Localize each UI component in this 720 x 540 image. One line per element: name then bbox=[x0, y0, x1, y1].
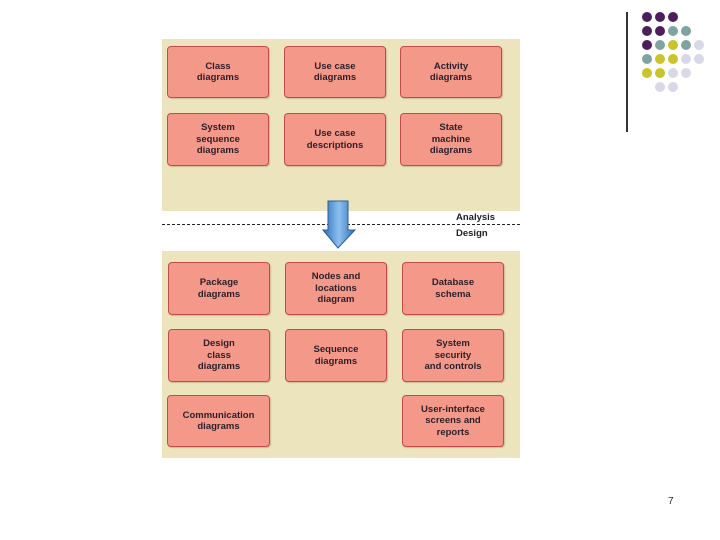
decorative-dot bbox=[668, 68, 678, 78]
decorative-dot bbox=[681, 26, 691, 36]
decorative-dot bbox=[668, 40, 678, 50]
down-arrow-icon bbox=[321, 200, 357, 250]
decorative-dot bbox=[642, 68, 652, 78]
decorative-dot bbox=[694, 40, 704, 50]
decorative-dot bbox=[655, 82, 665, 92]
box-package-diagrams: Package diagrams bbox=[168, 262, 270, 315]
decorative-dot bbox=[642, 26, 652, 36]
box-communication-diagrams: Communication diagrams bbox=[167, 395, 270, 447]
box-system-security-controls: System security and controls bbox=[402, 329, 504, 382]
decorative-dot bbox=[681, 54, 691, 64]
box-activity-diagrams: Activity diagrams bbox=[400, 46, 502, 98]
box-system-sequence-diagrams: System sequence diagrams bbox=[167, 113, 269, 166]
analysis-panel: Class diagrams Use case diagrams Activit… bbox=[162, 39, 520, 211]
box-design-class-diagrams: Design class diagrams bbox=[168, 329, 270, 382]
decorative-dot bbox=[668, 54, 678, 64]
decorative-dot bbox=[655, 40, 665, 50]
decorative-dot bbox=[642, 12, 652, 22]
box-database-schema: Database schema bbox=[402, 262, 504, 315]
design-panel: Package diagrams Nodes and locations dia… bbox=[162, 251, 520, 458]
decorative-dot bbox=[655, 12, 665, 22]
box-nodes-locations-diagram: Nodes and locations diagram bbox=[285, 262, 387, 315]
phase-label-design: Design bbox=[456, 228, 488, 239]
decorative-dot bbox=[642, 54, 652, 64]
box-use-case-descriptions: Use case descriptions bbox=[284, 113, 386, 166]
decorative-dot bbox=[681, 40, 691, 50]
box-state-machine-diagrams: State machine diagrams bbox=[400, 113, 502, 166]
box-user-interface-screens-reports: User-interface screens and reports bbox=[402, 395, 504, 447]
decorative-dot bbox=[668, 26, 678, 36]
phase-label-analysis: Analysis bbox=[456, 212, 496, 223]
decorative-dot bbox=[681, 68, 691, 78]
decorative-dot bbox=[694, 54, 704, 64]
decorative-dot bbox=[668, 82, 678, 92]
box-class-diagrams: Class diagrams bbox=[167, 46, 269, 98]
box-sequence-diagrams: Sequence diagrams bbox=[285, 329, 387, 382]
decorative-dot bbox=[655, 54, 665, 64]
decorative-vertical-line bbox=[626, 12, 628, 132]
page-number: 7 bbox=[668, 496, 674, 507]
decorative-dot bbox=[668, 12, 678, 22]
decorative-dot bbox=[655, 68, 665, 78]
decorative-dot bbox=[642, 40, 652, 50]
box-use-case-diagrams: Use case diagrams bbox=[284, 46, 386, 98]
decorative-dot bbox=[655, 26, 665, 36]
